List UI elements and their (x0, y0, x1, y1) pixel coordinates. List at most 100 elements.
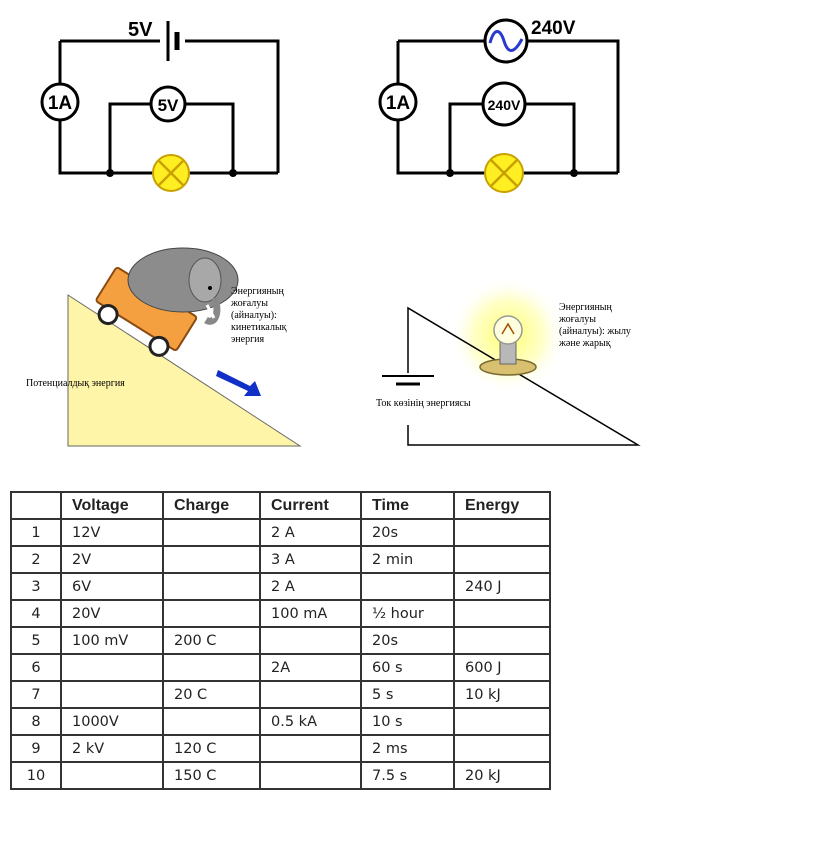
current-cell: 2 A (259, 518, 362, 547)
kinetic-energy-caption: Энергияның жоғалуы (айналуы): кинетикалы… (231, 286, 287, 345)
voltage-cell: 20V (60, 599, 164, 628)
current-cell: 2A (259, 653, 362, 682)
time-cell: 20s (360, 626, 455, 655)
dc-wire-top-right (185, 39, 280, 173)
row-number-cell: 1 (10, 518, 62, 547)
ac-ammeter: 1A (378, 82, 418, 122)
dc-circuit-diagram: 5V 1A 5V 240V 1A 240V (40, 18, 620, 193)
current-cell: 100 mA (259, 599, 362, 628)
table-header-row: Voltage Charge Current Time Energy (10, 491, 551, 520)
current-cell: 0.5 kA (259, 707, 362, 736)
time-cell: 5 s (360, 680, 455, 709)
current-cell (259, 761, 362, 790)
energy-cell (453, 599, 551, 628)
row-number-cell: 3 (10, 572, 62, 601)
time-cell: 7.5 s (360, 761, 455, 790)
voltage-cell: 1000V (60, 707, 164, 736)
energy-cell (453, 707, 551, 736)
ramp-triangle (67, 294, 302, 447)
ac-ammeter-label: 1A (386, 93, 411, 114)
energy-cell: 600 J (453, 653, 551, 682)
downhill-arrow-icon (216, 370, 261, 396)
ac-source-label: 240V (531, 18, 576, 39)
ac-source-icon (483, 18, 529, 64)
lightbulb-icon (479, 315, 537, 376)
ac-lamp-icon (484, 153, 524, 193)
charge-cell (162, 572, 261, 601)
header-current: Current (259, 491, 362, 520)
charge-cell (162, 545, 261, 574)
voltage-cell (60, 680, 164, 709)
energy-cell: 10 kJ (453, 680, 551, 709)
header-time: Time (360, 491, 455, 520)
cell-icon (382, 375, 434, 386)
voltage-cell: 6V (60, 572, 164, 601)
potential-energy-caption: Потенциалдық энергия (26, 378, 125, 389)
ac-voltmeter-label: 240V (488, 97, 521, 113)
ac-junction-left (446, 169, 454, 177)
energy-cell (453, 518, 551, 547)
dc-voltmeter-label: 5V (158, 96, 179, 115)
current-cell (259, 734, 362, 763)
voltage-cell (60, 653, 164, 682)
header-charge: Charge (162, 491, 261, 520)
charge-cell: 20 C (162, 680, 261, 709)
bulb-circuit-illustration (382, 277, 641, 446)
elephant-ramp-illustration (67, 247, 302, 447)
ac-voltmeter: 240V (481, 81, 527, 127)
dc-wire-left-down (58, 118, 278, 175)
energy-cell (453, 626, 551, 655)
dc-ammeter-label: 1A (48, 93, 73, 114)
battery-label: 5V (128, 19, 153, 41)
row-number-cell: 10 (10, 761, 62, 790)
time-cell: ½ hour (360, 599, 455, 628)
row-number-cell: 9 (10, 734, 62, 763)
time-cell: 20s (360, 518, 455, 547)
row-number-cell: 2 (10, 545, 62, 574)
energy-cell: 240 J (453, 572, 551, 601)
battery-icon (166, 21, 180, 61)
time-cell: 60 s (360, 653, 455, 682)
current-cell: 2 A (259, 572, 362, 601)
time-cell: 2 min (360, 545, 455, 574)
time-cell: 2 ms (360, 734, 455, 763)
row-number-cell: 5 (10, 626, 62, 655)
charge-cell (162, 518, 261, 547)
voltage-cell: 2 kV (60, 734, 164, 763)
charge-cell: 200 C (162, 626, 261, 655)
current-cell (259, 626, 362, 655)
time-cell: 10 s (360, 707, 455, 736)
current-cell: 3 A (259, 545, 362, 574)
charge-cell (162, 653, 261, 682)
energy-cell (453, 734, 551, 763)
row-number-cell: 7 (10, 680, 62, 709)
charge-cell (162, 599, 261, 628)
dc-voltmeter: 5V (149, 85, 187, 123)
voltage-cell: 100 mV (60, 626, 164, 655)
source-energy-caption: Ток көзінің энергиясы (376, 398, 471, 409)
charge-cell: 120 C (162, 734, 261, 763)
voltage-cell (60, 761, 164, 790)
voltage-cell: 12V (60, 518, 164, 547)
energy-cell: 20 kJ (453, 761, 551, 790)
charge-cell: 150 C (162, 761, 261, 790)
dc-junction-left (106, 169, 114, 177)
voltage-cell: 2V (60, 545, 164, 574)
header-energy: Energy (453, 491, 551, 520)
row-number-cell: 8 (10, 707, 62, 736)
elephant-icon (127, 247, 239, 325)
dc-circuit (58, 39, 280, 175)
heat-light-caption: Энергияның жоғалуы (айналуы): жылу және … (559, 302, 631, 349)
dc-lamp-icon (152, 154, 190, 192)
